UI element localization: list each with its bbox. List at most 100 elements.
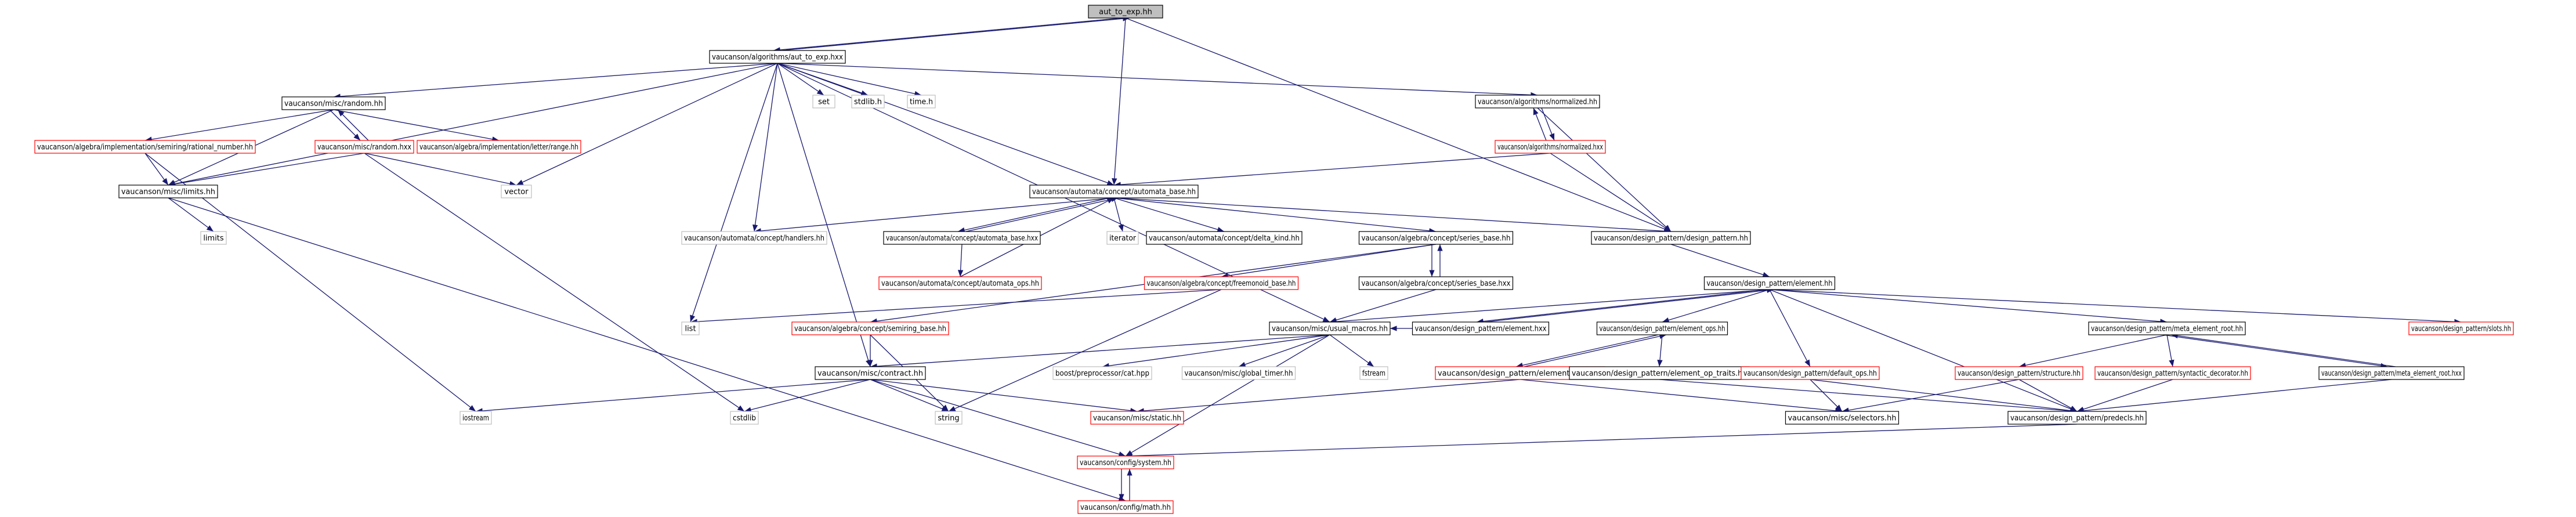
node-box <box>681 231 827 245</box>
graph-node-vaucanson/config/system.hh[interactable]: vaucanson/config/system.hh <box>1077 455 1174 469</box>
node-label: vaucanson/misc/random.hxx <box>317 143 411 152</box>
graph-node-vaucanson/design_pattern/syntactic_decorator.hh[interactable]: vaucanson/design_pattern/syntactic_decor… <box>2094 366 2251 380</box>
include-edge-vaucanson/design_pattern/element.hh-to-vaucanson/design_pattern/predecls.hh <box>1769 289 2078 412</box>
include-edge-vaucanson/misc/contract.hh-to-string <box>870 379 949 412</box>
include-edge-vaucanson/algorithms/normalized.hxx-to-vaucanson/algorithms/normalized.hh <box>1533 107 1547 141</box>
graph-node-vaucanson/algebra/implementation/semiring/rational_number.hh[interactable]: vaucanson/algebra/implementation/semirin… <box>34 140 256 154</box>
graph-node-vaucanson/algorithms/normalized.hh[interactable]: vaucanson/algorithms/normalized.hh <box>1475 95 1600 109</box>
node-label: list <box>685 325 696 334</box>
graph-node-vaucanson/misc/random.hh[interactable]: vaucanson/misc/random.hh <box>281 96 386 110</box>
include-edge-vaucanson/algebra/concept/freemonoid_base.hh-to-list <box>690 289 1222 324</box>
node-label: vaucanson/algebra/concept/freemonoid_bas… <box>1147 280 1296 288</box>
node-box <box>1475 95 1600 109</box>
include-edge-vaucanson/design_pattern/meta_element_root.hh-to-vaucanson/design_pattern/meta_element_root.hxx <box>2162 334 2388 368</box>
node-label: vaucanson/automata/concept/automata_base… <box>1032 188 1196 197</box>
node-box <box>460 411 492 425</box>
node-label: vaucanson/algorithms/aut_to_exp.hxx <box>712 53 843 62</box>
graph-node-vaucanson/automata/concept/automata_base.hh[interactable]: vaucanson/automata/concept/automata_base… <box>1029 185 1199 198</box>
graph-node-aut_to_exp.hh[interactable]: aut_to_exp.hh <box>1088 5 1163 19</box>
node-label: vaucanson/automata/concept/handlers.hh <box>684 234 824 243</box>
include-edge-vaucanson/algorithms/aut_to_exp.hxx-to-aut_to_exp.hh <box>781 16 1130 51</box>
node-box <box>1359 366 1388 380</box>
graph-node-vaucanson/algorithms/aut_to_exp.hxx[interactable]: vaucanson/algorithms/aut_to_exp.hxx <box>709 50 846 64</box>
graph-node-iterator: iterator <box>1106 231 1139 245</box>
graph-node-vaucanson/algebra/concept/series_base.hh[interactable]: vaucanson/algebra/concept/series_base.hh <box>1358 231 1514 245</box>
include-edge-vaucanson/design_pattern/default_ops.hh-to-vaucanson/design_pattern/predecls.hh <box>1810 379 2078 414</box>
node-box <box>1077 455 1174 469</box>
include-edge-vaucanson/algorithms/normalized.hh-to-vaucanson/algorithms/normalized.hxx <box>1541 107 1555 141</box>
graph-node-vaucanson/design_pattern/element.hh[interactable]: vaucanson/design_pattern/element.hh <box>1703 276 1836 290</box>
include-edge-vaucanson/misc/contract.hh-to-vaucanson/misc/static.hh <box>870 379 1138 414</box>
graph-node-vaucanson/algebra/concept/series_base.hxx[interactable]: vaucanson/algebra/concept/series_base.hx… <box>1358 276 1514 290</box>
node-label: vaucanson/algebra/implementation/letter/… <box>419 143 578 152</box>
node-box <box>1358 231 1514 245</box>
node-box <box>501 185 532 198</box>
graph-node-vaucanson/design_pattern/design_pattern.hh[interactable]: vaucanson/design_pattern/design_pattern.… <box>1591 231 1751 245</box>
graph-node-vaucanson/design_pattern/meta_element_root.hxx[interactable]: vaucanson/design_pattern/meta_element_ro… <box>2318 366 2465 380</box>
include-edge-vaucanson/algebra/concept/series_base.hh-to-vaucanson/algebra/concept/freemonoid_base.hh <box>1221 244 1437 279</box>
graph-node-vaucanson/design_pattern/element_ops.hxx[interactable]: vaucanson/design_pattern/element_ops.hxx <box>1435 366 1605 380</box>
include-edge-vaucanson/design_pattern/meta_element_root.hh-to-vaucanson/design_pattern/structure.hh <box>2018 334 2168 368</box>
include-edge-vaucanson/design_pattern/element.hh-to-vaucanson/design_pattern/element.hxx <box>1476 289 1766 324</box>
graph-node-vaucanson/design_pattern/element.hxx[interactable]: vaucanson/design_pattern/element.hxx <box>1412 321 1550 335</box>
node-box <box>2408 321 2514 335</box>
include-edge-vaucanson/design_pattern/element_ops.hxx-to-vaucanson/misc/selectors.hh <box>1519 379 1843 414</box>
node-label: set <box>818 98 830 107</box>
graph-node-vaucanson/algebra/concept/semiring_base.hh[interactable]: vaucanson/algebra/concept/semiring_base.… <box>791 321 949 335</box>
node-label: vaucanson/design_pattern/meta_element_ro… <box>2091 325 2243 334</box>
include-edge-vaucanson/design_pattern/element.hh-to-vaucanson/misc/usual_macros.hh <box>1329 289 1770 324</box>
node-box <box>1090 411 1184 425</box>
graph-node-vaucanson/automata/concept/automata_ops.hh[interactable]: vaucanson/automata/concept/automata_ops.… <box>878 276 1042 290</box>
graph-node-vaucanson/algorithms/normalized.hxx[interactable]: vaucanson/algorithms/normalized.hxx <box>1495 140 1606 154</box>
node-label: vaucanson/automata/concept/automata_base… <box>886 234 1038 243</box>
graph-node-vaucanson/design_pattern/slots.hh[interactable]: vaucanson/design_pattern/slots.hh <box>2408 321 2514 335</box>
node-label: vaucanson/design_pattern/syntactic_decor… <box>2097 370 2248 378</box>
graph-node-vaucanson/automata/concept/automata_base.hxx[interactable]: vaucanson/automata/concept/automata_base… <box>883 231 1041 245</box>
node-label: vaucanson/design_pattern/design_pattern.… <box>1594 234 1748 243</box>
graph-node-vaucanson/algebra/implementation/letter/range.hh[interactable]: vaucanson/algebra/implementation/letter/… <box>417 140 581 154</box>
include-edge-vaucanson/automata/concept/automata_base.hh-to-vaucanson/automata/concept/delta_kind.hh <box>1113 197 1225 233</box>
node-label: vaucanson/misc/usual_macros.hh <box>1272 325 1388 334</box>
node-box <box>2007 411 2147 425</box>
graph-node-vaucanson/design_pattern/meta_element_root.hh[interactable]: vaucanson/design_pattern/meta_element_ro… <box>2088 321 2246 335</box>
graph-node-vaucanson/automata/concept/delta_kind.hh[interactable]: vaucanson/automata/concept/delta_kind.hh <box>1146 231 1303 245</box>
node-box <box>907 95 936 109</box>
node-box <box>1088 5 1163 19</box>
node-box <box>1741 366 1880 380</box>
node-box <box>812 95 835 109</box>
include-edge-vaucanson/algebra/concept/series_base.hxx-to-vaucanson/misc/usual_macros.hh <box>1329 289 1437 323</box>
node-label: vaucanson/design_pattern/element_op_trai… <box>1572 370 1747 378</box>
node-label: vaucanson/design_pattern/slots.hh <box>2411 325 2511 334</box>
include-edge-vaucanson/automata/concept/automata_base.hh-to-vaucanson/algebra/concept/series_base.hh <box>1113 197 1437 234</box>
include-edge-vaucanson/design_pattern/element_ops.hh-to-vaucanson/design_pattern/element_ops.hxx <box>1515 334 1659 368</box>
graph-node-vaucanson/config/math.hh[interactable]: vaucanson/config/math.hh <box>1077 500 1174 514</box>
graph-node-vaucanson/design_pattern/predecls.hh[interactable]: vaucanson/design_pattern/predecls.hh <box>2007 411 2147 425</box>
graph-node-list: list <box>681 321 700 335</box>
node-label: boost/preprocessor/cat.hpp <box>1055 370 1149 378</box>
node-box <box>1591 231 1751 245</box>
include-edge-vaucanson/algorithms/aut_to_exp.hxx-to-vaucanson/automata/concept/automata_base.hh <box>777 63 1115 186</box>
graph-node-vaucanson/misc/selectors.hh[interactable]: vaucanson/misc/selectors.hh <box>1785 411 1900 425</box>
include-edge-vaucanson/algorithms/aut_to_exp.hxx-to-vector <box>516 63 778 186</box>
node-box <box>200 231 227 245</box>
graph-node-vaucanson/misc/usual_macros.hh[interactable]: vaucanson/misc/usual_macros.hh <box>1269 321 1391 335</box>
graph-node-vaucanson/misc/static.hh[interactable]: vaucanson/misc/static.hh <box>1090 411 1184 425</box>
graph-node-vaucanson/misc/limits.hh[interactable]: vaucanson/misc/limits.hh <box>118 185 218 198</box>
graph-node-string: string <box>935 411 963 425</box>
node-label: vaucanson/algorithms/normalized.hxx <box>1497 143 1603 152</box>
graph-node-vaucanson/design_pattern/structure.hh[interactable]: vaucanson/design_pattern/structure.hh <box>1955 366 2083 380</box>
node-label: string <box>938 414 959 423</box>
include-edge-vaucanson/misc/contract.hh-to-iostream <box>475 379 871 414</box>
node-label: vaucanson/design_pattern/predecls.hh <box>2010 414 2144 423</box>
graph-node-vaucanson/misc/contract.hh[interactable]: vaucanson/misc/contract.hh <box>815 366 926 380</box>
graph-node-vaucanson/misc/random.hxx[interactable]: vaucanson/misc/random.hxx <box>314 140 414 154</box>
graph-node-vaucanson/design_pattern/element_op_traits.hh[interactable]: vaucanson/design_pattern/element_op_trai… <box>1569 366 1750 380</box>
include-edge-vaucanson/algorithms/aut_to_exp.hxx-to-vaucanson/misc/limits.hh <box>168 63 778 187</box>
node-label: vaucanson/algorithms/normalized.hh <box>1478 98 1597 107</box>
graph-node-vector: vector <box>501 185 532 198</box>
node-label: vaucanson/algebra/concept/semiring_base.… <box>794 325 946 334</box>
graph-node-vaucanson/design_pattern/element_ops.hh[interactable]: vaucanson/design_pattern/element_ops.hh <box>1596 321 1728 335</box>
graph-node-vaucanson/algebra/concept/freemonoid_base.hh[interactable]: vaucanson/algebra/concept/freemonoid_bas… <box>1144 276 1299 290</box>
graph-node-vaucanson/design_pattern/default_ops.hh[interactable]: vaucanson/design_pattern/default_ops.hh <box>1741 366 1880 380</box>
include-edge-vaucanson/algorithms/aut_to_exp.hxx-to-vaucanson/algorithms/normalized.hh <box>777 63 1538 98</box>
